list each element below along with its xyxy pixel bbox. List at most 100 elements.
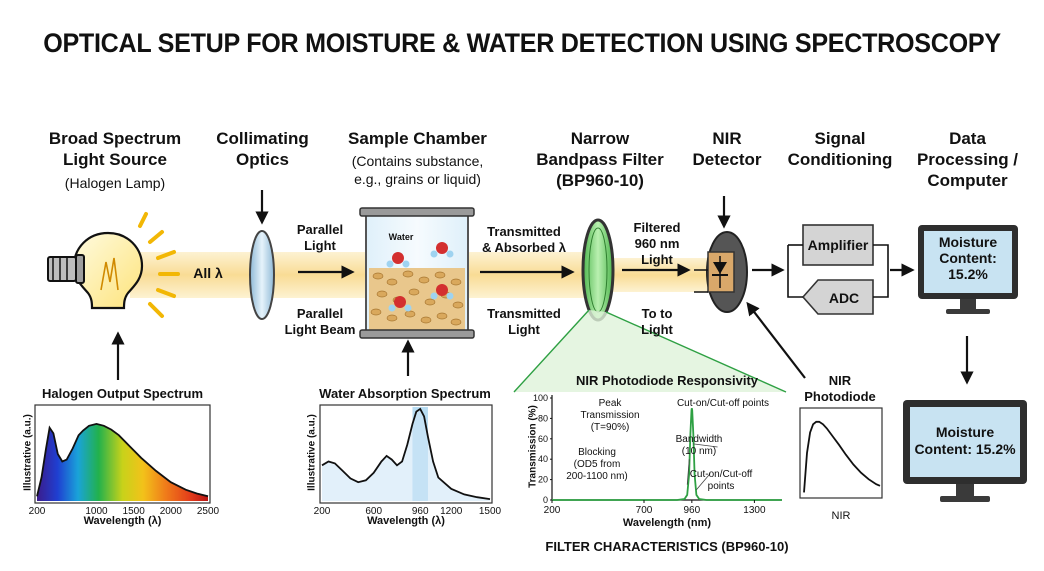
filtered-light-line1: Filtered — [633, 220, 681, 235]
water-plot-title: Water Absorption Spectrum — [319, 386, 491, 401]
x-tick-label: 2000 — [160, 506, 183, 517]
annotation-blocking-line2: (OD5 from — [573, 459, 621, 470]
all-wavelengths-label: All λ — [193, 265, 223, 281]
nir-detector-icon — [694, 231, 748, 313]
photodiode-x-label: NIR — [831, 510, 851, 522]
series-line — [803, 420, 881, 493]
annotation-blocking: Blocking (OD5 from 200-1100 nm) — [556, 447, 638, 483]
moisture-readout-2-line1: Moisture — [935, 424, 995, 440]
parallel-beam-label: Parallel Light Beam — [278, 306, 362, 338]
filtered-beam — [600, 258, 710, 292]
x-tick-label: 960 — [412, 506, 429, 517]
transmitted-light-line2: Light — [508, 322, 540, 337]
y-tick-label: 40 — [538, 454, 548, 464]
water-label: Water — [388, 232, 414, 242]
moisture-readout: Moisture Content: 15.2% — [924, 234, 1012, 282]
computer-title-line2: Processing / — [916, 150, 1019, 169]
parallel-beam-line2: Light Beam — [284, 322, 356, 337]
halogen-plot-title: Halogen Output Spectrum — [41, 386, 204, 401]
annotation-peak-line3: (T=90%) — [590, 422, 630, 433]
halogen-x-label: Wavelength (λ) — [83, 515, 162, 527]
series-area — [37, 423, 208, 501]
annotation-cuton-bottom-line1: Cut-on/Cut-off — [689, 469, 753, 480]
computer-monitor-icon — [903, 400, 1027, 502]
adc-label: ADC — [828, 290, 860, 306]
to-light-label: To to Light — [622, 306, 692, 338]
photodiode-plot — [803, 420, 881, 493]
x-tick-label: 960 — [683, 505, 700, 516]
source-subtitle: (Halogen Lamp) — [64, 175, 166, 191]
transmitted-absorbed-line1: Transmitted — [487, 224, 561, 239]
responsivity-y-label: Transmission (%) — [527, 405, 539, 488]
y-tick-label: 80 — [538, 413, 548, 423]
computer-monitor-icon — [918, 225, 1018, 314]
x-tick-label: 600 — [365, 506, 382, 517]
transmitted-light-label: Transmitted Light — [478, 306, 570, 338]
collimator-title-line2: Optics — [236, 150, 289, 169]
source-title: Broad Spectrum Light Source — [30, 128, 200, 170]
water-molecule-icon — [388, 296, 412, 312]
sample-subtitle-line1: (Contains substance, — [351, 153, 484, 169]
collimating-lens-icon — [249, 230, 275, 320]
source-title-line2: Light Source — [63, 150, 167, 169]
water-molecule-icon — [430, 242, 454, 258]
nir-photodiode-label: NIR Photodiode — [795, 373, 885, 405]
water-y-label: Illustrative (a.u.) — [306, 414, 318, 491]
annotation-bandwidth: Bandwidth (10 nm) — [664, 434, 734, 458]
detector-title-line2: Detector — [692, 150, 762, 169]
sample-subtitle-line2: e.g., grains or liquid) — [354, 171, 481, 187]
y-tick-label: 60 — [538, 434, 548, 444]
filter-title-line1: Narrow — [570, 129, 630, 148]
x-tick-label: 1000 — [85, 506, 108, 517]
to-light-line2: Light — [641, 322, 673, 337]
annotation-bandwidth-line1: Bandwidth — [675, 434, 723, 445]
filtered-light-line2: 960 nm — [634, 236, 680, 251]
amplifier-box — [802, 224, 874, 266]
computer-title-line3: Computer — [927, 171, 1008, 190]
x-tick-label: 200 — [29, 506, 46, 517]
sample-title: Sample Chamber — [348, 129, 487, 148]
water-molecule-icon — [430, 284, 454, 300]
water-x-label: Wavelength (λ) — [367, 515, 445, 527]
moisture-readout-2: Moisture Content: 15.2% — [910, 424, 1020, 458]
conditioning-title: Signal Conditioning — [775, 128, 905, 170]
responsivity-x-label: Wavelength (nm) — [622, 517, 712, 529]
annotation-bandwidth-line2: (10 nm) — [681, 446, 717, 457]
collimator-title: Collimating Optics — [200, 128, 325, 170]
annotation-peak-line1: Peak — [598, 398, 622, 409]
filter-characteristics-caption: FILTER CHARACTERISTICS (BP960-10) — [545, 539, 789, 554]
moisture-readout-line3: 15.2% — [948, 266, 988, 282]
series-area — [322, 408, 490, 501]
nir-photodiode-line1: NIR — [828, 373, 852, 388]
annotation-leader — [686, 459, 690, 485]
computer-title-line1: Data — [949, 129, 986, 148]
x-tick-label: 700 — [636, 505, 653, 516]
bandpass-filter-icon — [581, 218, 615, 322]
annotation-cuton-bottom-line2: points — [707, 481, 735, 492]
filter-title-line3: (BP960-10) — [556, 171, 644, 190]
transmitted-absorbed-line2: & Absorbed λ — [481, 240, 567, 255]
detector-title: NIR Detector — [682, 128, 772, 170]
water-plot-frame — [319, 404, 493, 504]
filter-title-line2: Bandpass Filter — [536, 150, 664, 169]
annotation-leader — [693, 443, 718, 448]
annotation-peak: Peak Transmission (T=90%) — [570, 398, 650, 434]
filtered-light-line3: Light — [641, 252, 673, 267]
x-tick-label: 1500 — [123, 506, 146, 517]
sample-chamber-icon — [359, 207, 475, 339]
photodiode-plot-frame — [799, 407, 883, 499]
annotation-cuton-bottom: Cut-on/Cut-off points — [676, 469, 766, 493]
computer-title: Data Processing / Computer — [905, 128, 1030, 191]
transmitted-absorbed-label: Transmitted & Absorbed λ — [478, 224, 570, 256]
moisture-readout-line1: Moisture — [938, 234, 998, 250]
series-line — [36, 422, 209, 498]
annotation-blocking-line1: Blocking — [578, 447, 616, 458]
nir-photodiode-line2: Photodiode — [804, 389, 876, 404]
x-tick-label: 1500 — [479, 506, 502, 517]
conditioning-title-line1: Signal — [814, 129, 866, 148]
transmitted-light-line1: Transmitted — [487, 306, 561, 321]
